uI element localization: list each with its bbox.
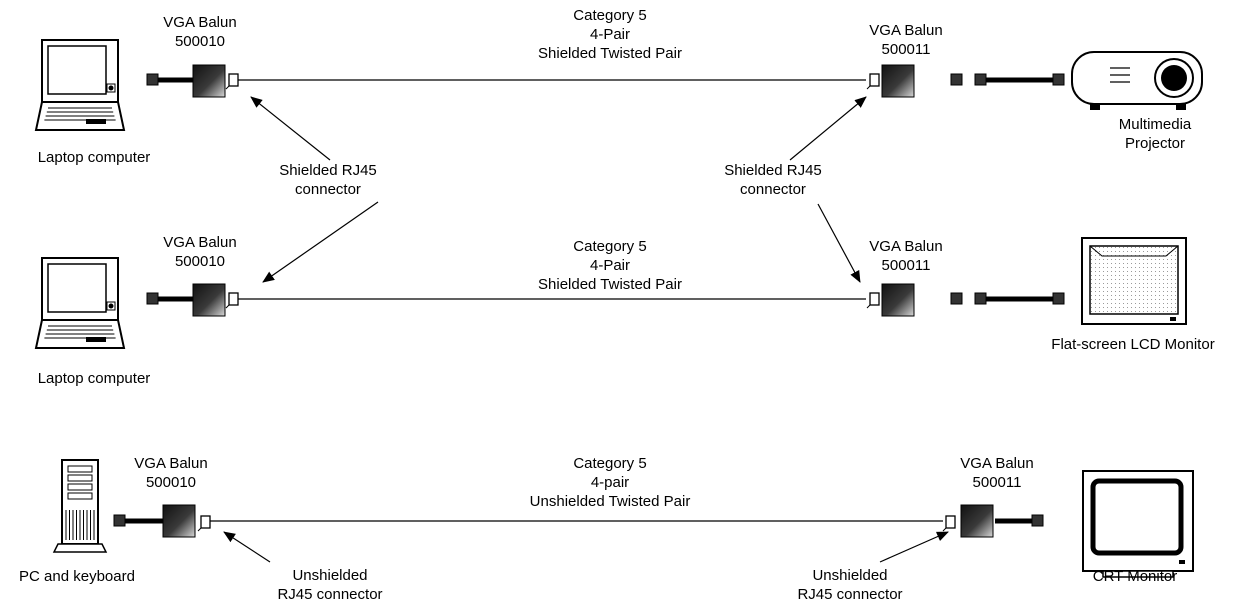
- vga-plug-icon: [1052, 73, 1065, 86]
- balun-500011-row-1: [881, 283, 915, 317]
- balun-500010-row-2: [162, 504, 196, 538]
- vga-plug-icon: [113, 514, 126, 527]
- vga-plug-icon: [950, 73, 963, 86]
- balun-500010-row-1: [192, 283, 226, 317]
- rj45-jack-icon: [866, 292, 880, 309]
- vga-plug-icon: [974, 73, 987, 86]
- arrow-shielded-left-row-0: [250, 96, 331, 161]
- dest-label-row-2: CRT Monitor: [1092, 568, 1178, 585]
- balun-500010-row-0: [192, 64, 226, 98]
- rj45-jack-icon: [225, 292, 239, 309]
- dest-label-row-1: Flat-screen LCD Monitor: [1051, 336, 1215, 353]
- vga-plug-icon: [1031, 514, 1044, 527]
- laptop-icon: [34, 39, 126, 131]
- vga-plug-icon: [146, 73, 159, 86]
- vga-plug-icon: [950, 292, 963, 305]
- rj45-jack-icon: [866, 73, 880, 90]
- source-label-row-1: Laptop computer: [37, 370, 151, 387]
- vga-plug-icon: [146, 292, 159, 305]
- arrow-unshielded-right: [879, 531, 949, 563]
- vga-plug-icon: [1052, 292, 1065, 305]
- rj45-jack-icon: [197, 515, 211, 532]
- source-label-row-2: PC and keyboard: [19, 568, 135, 585]
- pc-tower-icon: [52, 459, 108, 553]
- balun-500011-row-0: [881, 64, 915, 98]
- crt-monitor-icon: [1082, 470, 1194, 578]
- rj45-jack-icon: [225, 73, 239, 90]
- arrow-shielded-right-row-1: [817, 203, 861, 283]
- lcd-monitor-icon: [1081, 237, 1187, 325]
- arrow-unshielded-left: [223, 531, 271, 563]
- laptop-icon: [34, 257, 126, 349]
- arrow-shielded-left-row-1: [262, 201, 379, 283]
- balun-500011-row-2: [960, 504, 994, 538]
- source-label-row-0: Laptop computer: [37, 149, 151, 166]
- projector-icon: [1071, 51, 1203, 110]
- vga-plug-icon: [974, 292, 987, 305]
- arrow-shielded-right-row-0: [789, 96, 867, 161]
- rj45-jack-icon: [942, 515, 956, 532]
